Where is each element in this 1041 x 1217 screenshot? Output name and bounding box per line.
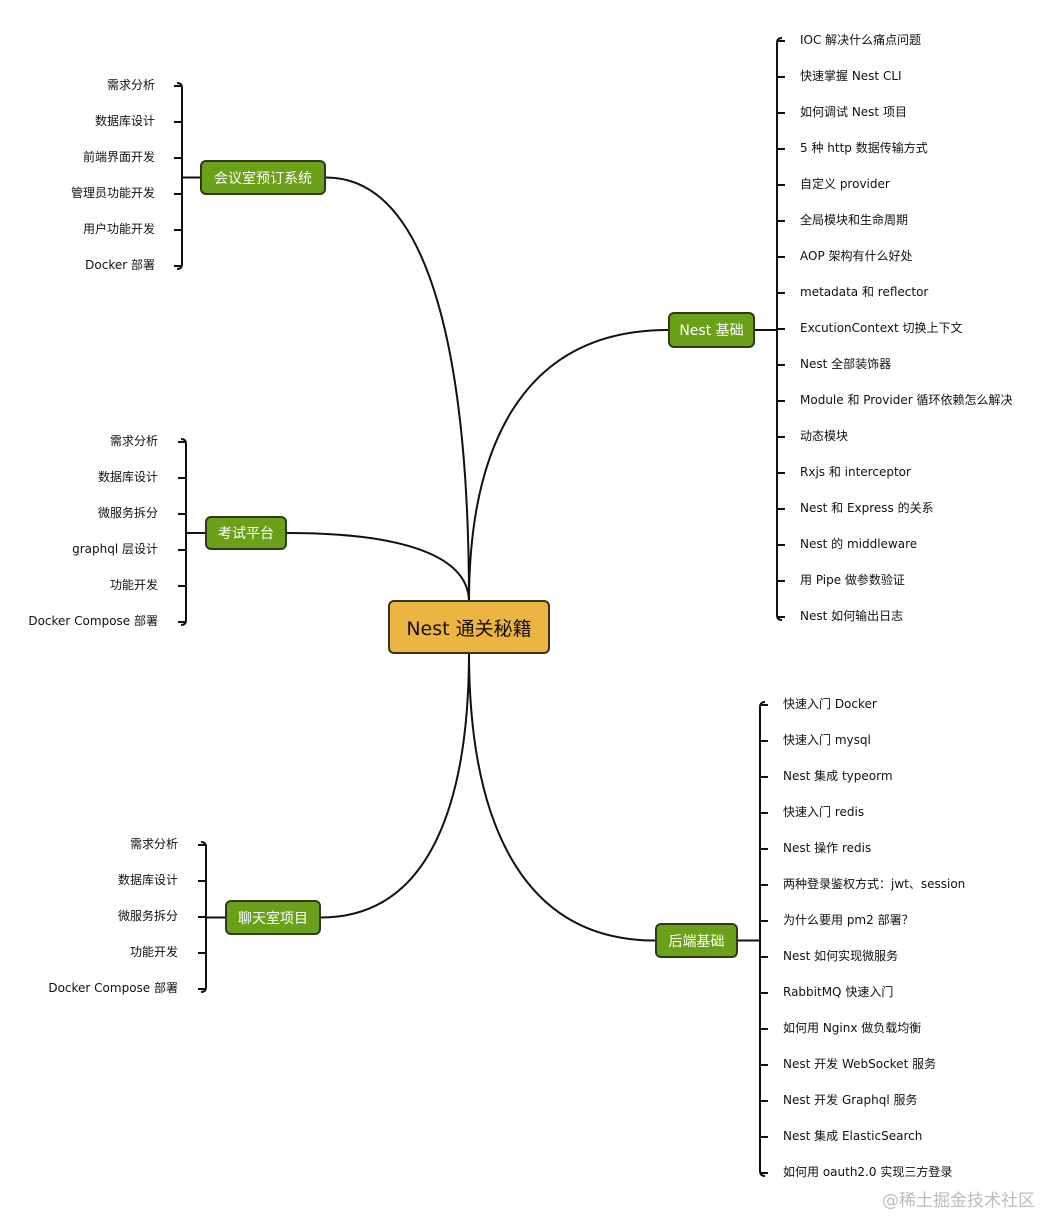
leaf-nest-7[interactable]: metadata 和 reflector: [800, 285, 929, 299]
curve-backend: [468, 651, 656, 942]
leaf-exam-1[interactable]: 数据库设计: [97, 470, 158, 484]
leaf-backend-2[interactable]: Nest 集成 typeorm: [783, 769, 893, 783]
leaf-backend-11[interactable]: Nest 开发 Graphql 服务: [783, 1093, 918, 1107]
watermark: @稀土掘金技术社区: [882, 1191, 1035, 1211]
branch-meeting-room-system[interactable]: 会议室预订系统: [200, 160, 326, 195]
leaf-meeting-4[interactable]: 用户功能开发: [82, 222, 155, 236]
leaf-exam-3[interactable]: graphql 层设计: [72, 542, 158, 556]
leaf-nest-4[interactable]: 自定义 provider: [800, 177, 890, 191]
leaf-meeting-5[interactable]: Docker 部署: [85, 258, 155, 272]
leaf-meeting-1[interactable]: 数据库设计: [94, 114, 155, 128]
leaf-exam-0[interactable]: 需求分析: [109, 434, 158, 448]
leaf-backend-9[interactable]: 如何用 Nginx 做负载均衡: [783, 1021, 922, 1035]
bracket-meeting: [176, 82, 183, 270]
curve-exam: [286, 532, 470, 603]
leaf-nest-2[interactable]: 如何调试 Nest 项目: [800, 105, 907, 119]
leaf-chat-3[interactable]: 功能开发: [129, 945, 178, 959]
leaf-chat-0[interactable]: 需求分析: [129, 837, 178, 851]
leaf-backend-13[interactable]: 如何用 oauth2.0 实现三方登录: [783, 1165, 953, 1179]
leaf-backend-3[interactable]: 快速入门 redis: [783, 805, 865, 819]
leaf-meeting-0[interactable]: 需求分析: [106, 78, 155, 92]
leaf-nest-16[interactable]: Nest 如何输出日志: [800, 609, 904, 623]
branch-backend-basics[interactable]: 后端基础: [655, 923, 738, 958]
leaf-nest-10[interactable]: Module 和 Provider 循环依赖怎么解决: [800, 393, 1013, 407]
leaf-nest-13[interactable]: Nest 和 Express 的关系: [800, 501, 934, 515]
leaf-exam-4[interactable]: 功能开发: [109, 578, 158, 592]
branch-nest-basics[interactable]: Nest 基础: [668, 312, 755, 348]
leaf-exam-5[interactable]: Docker Compose 部署: [28, 614, 158, 628]
leaf-backend-1[interactable]: 快速入门 mysql: [783, 733, 871, 747]
leaf-chat-1[interactable]: 数据库设计: [117, 873, 178, 887]
leaf-backend-12[interactable]: Nest 集成 ElasticSearch: [783, 1129, 923, 1143]
curve-chat: [320, 651, 470, 919]
leaf-nest-6[interactable]: AOP 架构有什么好处: [800, 249, 913, 263]
leaf-nest-15[interactable]: 用 Pipe 做参数验证: [800, 573, 905, 587]
leaf-nest-1[interactable]: 快速掌握 Nest CLI: [800, 69, 902, 83]
leaf-backend-8[interactable]: RabbitMQ 快速入门: [783, 985, 894, 999]
leaf-backend-5[interactable]: 两种登录鉴权方式：jwt、session: [783, 877, 966, 891]
leaf-chat-4[interactable]: Docker Compose 部署: [48, 981, 178, 995]
branch-chatroom-project[interactable]: 聊天室项目: [225, 900, 321, 935]
leaf-meeting-2[interactable]: 前端界面开发: [82, 150, 155, 164]
bracket-exam: [180, 438, 187, 626]
leaf-nest-5[interactable]: 全局模块和生命周期: [800, 213, 909, 227]
leaf-backend-4[interactable]: Nest 操作 redis: [783, 841, 872, 855]
leaf-backend-6[interactable]: 为什么要用 pm2 部署？: [783, 913, 914, 927]
curve-nest: [468, 329, 669, 603]
leaf-meeting-3[interactable]: 管理员功能开发: [70, 186, 155, 200]
leaf-nest-14[interactable]: Nest 的 middleware: [800, 537, 918, 551]
bracket-backend: [759, 701, 766, 1177]
leaf-nest-12[interactable]: Rxjs 和 interceptor: [800, 465, 911, 479]
curve-meeting: [325, 176, 470, 603]
leaf-nest-11[interactable]: 动态模块: [800, 429, 849, 443]
leaf-nest-0[interactable]: IOC 解决什么痛点问题: [800, 33, 922, 47]
leaf-nest-9[interactable]: Nest 全部装饰器: [800, 357, 892, 371]
leaf-nest-3[interactable]: 5 种 http 数据传输方式: [800, 141, 928, 155]
leaf-backend-7[interactable]: Nest 如何实现微服务: [783, 949, 899, 963]
leaf-backend-10[interactable]: Nest 开发 WebSocket 服务: [783, 1057, 937, 1071]
branch-exam-platform[interactable]: 考试平台: [205, 516, 287, 550]
leaf-exam-2[interactable]: 微服务拆分: [97, 506, 158, 520]
root-node[interactable]: Nest 通关秘籍: [388, 600, 550, 654]
leaf-nest-8[interactable]: ExcutionContext 切换上下文: [800, 321, 963, 335]
leaf-chat-2[interactable]: 微服务拆分: [117, 909, 178, 923]
leaf-backend-0[interactable]: 快速入门 Docker: [783, 697, 877, 711]
